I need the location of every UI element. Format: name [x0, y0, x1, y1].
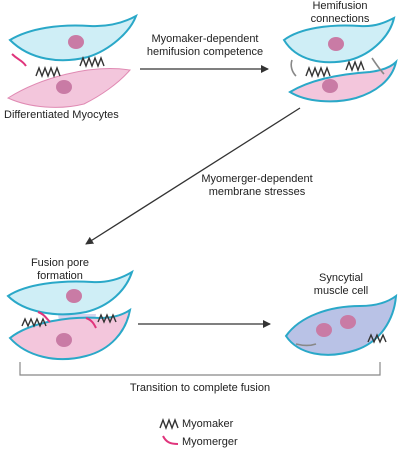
myomaker-protein [305, 66, 331, 78]
nucleus [328, 37, 344, 51]
myomaker-protein [345, 60, 365, 72]
label-fusion-pore-line2: formation [37, 270, 83, 282]
label-fusion-pore-line1: Fusion pore [30, 257, 90, 269]
hemifusion-connection [371, 57, 385, 75]
label-syncytial-line1: Syncytial [318, 272, 364, 284]
myocyte-pink-cell [288, 58, 398, 103]
myomaker-protein [79, 56, 105, 68]
label-myomerger-dependent-line1: Myomerger-dependent [201, 173, 313, 185]
arrow-to-pore-formation [85, 107, 301, 245]
label-hemifusion-line1: Hemifusion [312, 0, 368, 12]
hemifusion-connection [290, 59, 297, 77]
nucleus [56, 80, 72, 94]
nucleus [68, 35, 84, 49]
myomaker-protein [21, 317, 47, 328]
label-myomaker-dependent-line1: Myomaker-dependent [151, 33, 259, 45]
syncytial-muscle-cell [284, 293, 398, 356]
hemifusion-connection [295, 343, 317, 347]
myomaker-protein [367, 333, 387, 344]
legend-myomerger-icon [162, 435, 179, 445]
myocyte-pair-fusion-pore [6, 269, 134, 361]
myomerger-protein [37, 311, 51, 323]
label-differentiated-myocytes: Differentiated Myocytes [4, 109, 119, 121]
label-myomaker-dependent-line2: hemifusion competence [146, 46, 264, 58]
label-myomerger-dependent-line2: membrane stresses [208, 186, 306, 198]
myocyte-pair-hemifusion [282, 16, 398, 103]
label-transition: Transition to complete fusion [129, 382, 271, 394]
nucleus [322, 79, 338, 93]
label-hemifusion-line2: connections [310, 13, 370, 25]
myomaker-protein [97, 313, 117, 324]
nucleus [316, 323, 332, 337]
myomaker-protein [35, 66, 61, 78]
myomerger-protein [85, 317, 97, 329]
nucleus [56, 333, 72, 347]
myocyte-pair-differentiated [6, 13, 138, 108]
nucleus [340, 315, 356, 329]
nucleus [66, 289, 82, 303]
transition-bracket [19, 362, 381, 376]
syncytium-body [284, 293, 398, 356]
legend-myomaker-icon [159, 418, 179, 430]
myomerger-protein [11, 53, 27, 67]
legend-myomaker-label: Myomaker [182, 418, 234, 430]
myocyte-pink-cell [8, 307, 132, 361]
legend-myomerger-label: Myomerger [182, 436, 238, 448]
label-syncytial-line2: muscle cell [313, 285, 369, 297]
